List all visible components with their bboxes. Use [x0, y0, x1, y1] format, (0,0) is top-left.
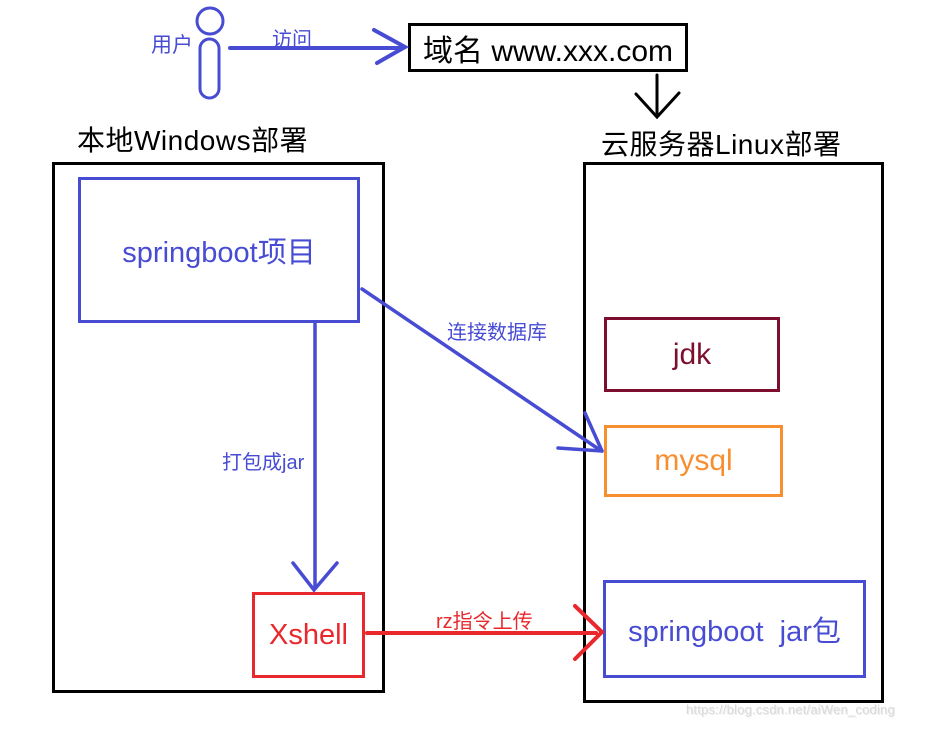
- domain-label: 域名 www.xxx.com: [422, 34, 674, 68]
- jdk-box: jdk: [604, 317, 780, 392]
- package-jar-label: 打包成jar: [222, 452, 305, 474]
- watermark-text: https://blog.csdn.net/aiWen_coding: [686, 702, 895, 717]
- xshell-label: Xshell: [269, 618, 348, 651]
- mysql-label: mysql: [654, 444, 733, 477]
- connect-database-arrow: [360, 287, 604, 453]
- visit-arrow: [228, 28, 410, 65]
- springboot-jar-box: springboot jar包: [603, 580, 866, 678]
- springboot-project-label: springboot项目: [122, 237, 316, 269]
- springboot-jar-label: springboot jar包: [628, 616, 841, 648]
- visit-label: 访问: [272, 29, 312, 51]
- domain-down-arrow: [634, 73, 681, 120]
- left-panel-title: 本地Windows部署: [77, 125, 309, 156]
- jdk-label: jdk: [672, 337, 712, 371]
- domain-box: 域名 www.xxx.com: [408, 23, 688, 72]
- springboot-project-box: springboot项目: [78, 177, 360, 323]
- rz-upload-label: rz指令上传: [436, 611, 533, 633]
- user-label: 用户: [151, 34, 193, 57]
- user-icon: [195, 6, 225, 100]
- mysql-box: mysql: [604, 425, 783, 497]
- connect-database-label: 连接数据库: [447, 322, 547, 344]
- right-panel-title: 云服务器Linux部署: [601, 129, 842, 160]
- xshell-box: Xshell: [252, 592, 365, 678]
